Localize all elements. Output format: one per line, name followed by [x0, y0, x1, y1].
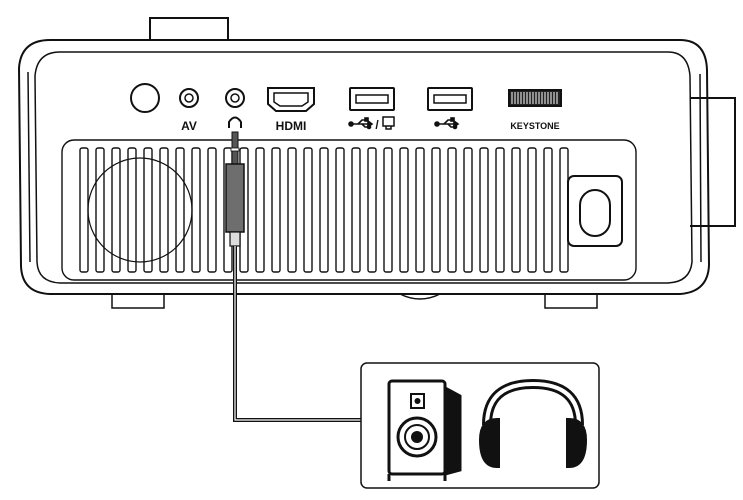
- vent-slot: [271, 147, 281, 273]
- foot-right: [544, 293, 598, 309]
- inner-panel: [34, 51, 693, 284]
- vent-slot: [399, 147, 409, 273]
- keystone-label: KEYSTONE: [510, 121, 559, 131]
- usb-wifi-separator: /: [375, 118, 379, 132]
- vent-slot: [79, 147, 89, 273]
- right-rib: [699, 73, 702, 263]
- vent-slot: [95, 147, 105, 273]
- vent-slot: [127, 147, 137, 273]
- speaker-icon: [387, 379, 462, 481]
- foot-left: [111, 293, 165, 309]
- vent-slot: [143, 147, 153, 273]
- audio-cable: [225, 131, 362, 422]
- vent-slots: [79, 147, 569, 273]
- cable-wire-highlight: [234, 246, 362, 421]
- vent-slot: [543, 147, 553, 273]
- vent-slot: [367, 147, 377, 273]
- vent-slot: [559, 147, 569, 273]
- vent-slot: [415, 147, 425, 273]
- vent-slot: [431, 147, 441, 273]
- usb-symbol-icon: [434, 117, 460, 130]
- vent-frame: [61, 139, 637, 281]
- vent-slot: [159, 147, 169, 273]
- vent-slot: [479, 147, 489, 273]
- port-labels: AV HDMI / KEYSTONE: [181, 116, 560, 133]
- foot-center: [399, 293, 441, 300]
- vent-slot: [335, 147, 345, 273]
- vent-grille: [61, 139, 637, 281]
- outer-shell: [17, 39, 711, 295]
- vent-slot: [495, 147, 505, 273]
- keystone-wheel-icon[interactable]: [508, 89, 562, 107]
- vent-slot: [383, 147, 393, 273]
- vent-slot: [111, 147, 121, 273]
- vent-slot: [287, 147, 297, 273]
- projector: [17, 17, 736, 309]
- vent-slot: [527, 147, 537, 273]
- vent-slot: [319, 147, 329, 273]
- vent-slot: [303, 147, 313, 273]
- vent-slot: [511, 147, 521, 273]
- plug-ring: [230, 147, 240, 152]
- keystone-ridges: [511, 92, 558, 104]
- headphone-symbol-icon: [228, 116, 242, 128]
- usb-port-inner: [433, 94, 467, 104]
- hdmi-label: HDMI: [276, 119, 307, 133]
- vent-slot: [207, 147, 217, 273]
- left-rib: [27, 71, 31, 263]
- vent-slot: [447, 147, 457, 273]
- screen-symbol-icon: [382, 116, 395, 130]
- usb-port-inner: [355, 94, 389, 104]
- vent-slot: [351, 147, 361, 273]
- headphone-jack-hole: [230, 93, 240, 103]
- lamp-window-inner: [579, 189, 611, 237]
- usb-symbol-icon: [348, 117, 374, 130]
- top-handle: [149, 17, 229, 40]
- vent-slot: [255, 147, 265, 273]
- headphones-icon: [479, 378, 587, 468]
- plug-strain-relief: [229, 231, 241, 247]
- vent-slot: [175, 147, 185, 273]
- av-jack-hole: [184, 93, 194, 103]
- fan-outline: [87, 157, 193, 263]
- power-button-icon[interactable]: [130, 83, 160, 113]
- audio-output-box: [360, 362, 600, 489]
- hdmi-port-inner: [273, 92, 309, 107]
- vent-slot: [463, 147, 473, 273]
- av-label: AV: [181, 119, 197, 133]
- vent-slot: [191, 147, 201, 273]
- plug-body: [225, 163, 245, 233]
- port-panel: [130, 83, 562, 113]
- lens-housing: [690, 97, 736, 227]
